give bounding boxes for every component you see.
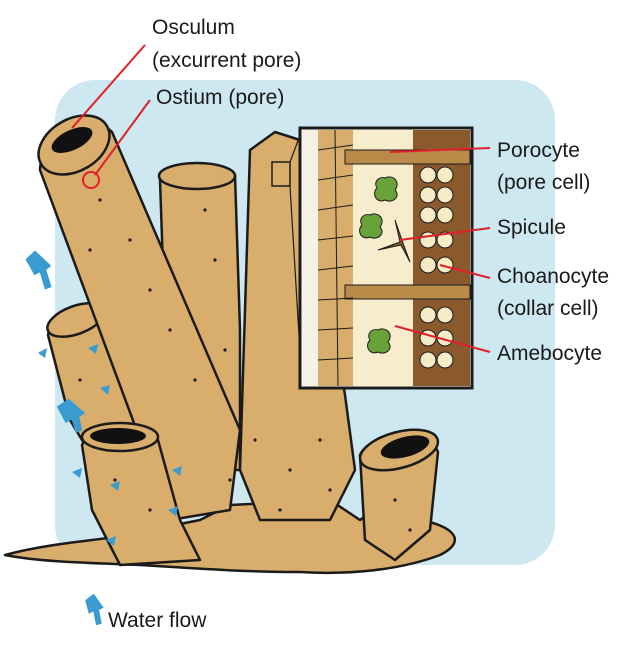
water-flow-label: Water flow: [108, 609, 207, 632]
water-flow-arrow-icon: [56, 398, 86, 433]
spicule-shape: [377, 219, 411, 263]
osculum-opening: [51, 127, 93, 153]
water-flow-arrow-icon: [106, 536, 116, 546]
spicule-leader: [399, 227, 491, 241]
leader-lines: [71, 44, 491, 353]
choanocyte-leader: [439, 264, 491, 279]
amebocyte-label: Amebocyte: [497, 342, 602, 365]
back-tube-top: [157, 161, 237, 191]
water-flow-arrow-icon: [100, 385, 110, 395]
amebocyte-cell: [374, 176, 398, 202]
choanocyte-label: Choanocyte: [497, 265, 609, 288]
ostium-label: Ostium (pore): [156, 86, 284, 109]
water-flow-arrow-icon: [72, 468, 82, 478]
osculum-sublabel: (excurrent pore): [152, 49, 301, 72]
water-flow-arrow-icon: [172, 466, 182, 476]
water-flow-arrow-icon: [168, 506, 178, 516]
front-short-tube-opening: [90, 428, 146, 444]
porocyte-label: Porocyte: [497, 139, 580, 162]
water-flow-arrow-icon: [85, 593, 104, 626]
right-short-tube-opening: [380, 435, 430, 459]
water-flow-arrow-icon: [38, 348, 47, 358]
amebocyte-cell: [367, 328, 391, 354]
porocyte-sublabel: (pore cell): [497, 171, 590, 194]
osculum-leader: [71, 44, 146, 129]
labels: Osculum (excurrent pore) Ostium (pore) P…: [108, 16, 609, 632]
spicule-label: Spicule: [497, 216, 566, 239]
surface-pores: [78, 198, 412, 532]
water-arrows: [25, 250, 182, 626]
sponge-body: [3, 114, 456, 575]
osculum-label: Osculum: [152, 16, 235, 39]
choanocyte-sublabel: (collar cell): [497, 297, 599, 320]
water-flow-arrow-icon: [110, 481, 120, 491]
water-flow-arrow-icon: [25, 250, 52, 290]
amebocyte-cell: [359, 213, 383, 239]
ostium-leader: [94, 99, 151, 176]
choanocyte-cells: [419, 166, 454, 369]
cell-inset: [298, 126, 474, 390]
porocyte-leader: [389, 147, 491, 153]
water-flow-arrow-icon: [88, 344, 98, 354]
amebocyte-leader: [394, 325, 491, 353]
inset-locator-box: [271, 161, 291, 187]
central-trunk: [238, 130, 357, 522]
ostium-marker: [82, 171, 100, 189]
